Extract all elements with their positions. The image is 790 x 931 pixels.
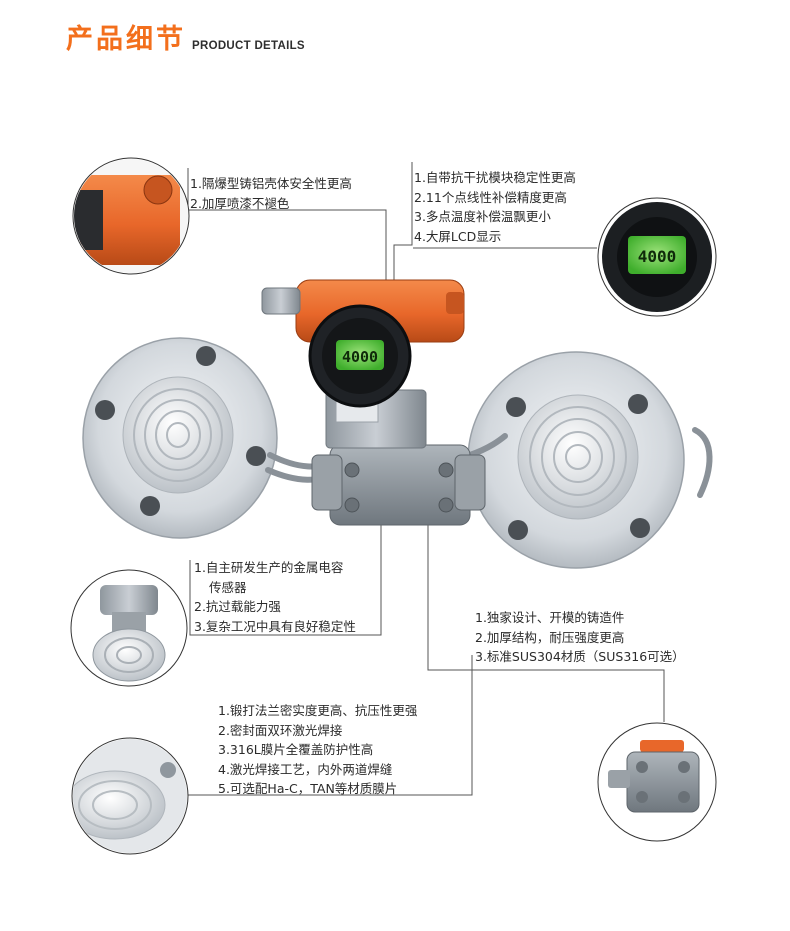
feature-line: 3.复杂工况中具有良好稳定性: [194, 618, 356, 634]
feature-line: 1.锻打法兰密实度更高、抗压性更强: [218, 703, 418, 718]
left-flange: [82, 337, 278, 539]
feature-line: 2.加厚喷漆不褪色: [190, 195, 290, 211]
feature-line: 1.自主研发生产的金属电容: [194, 560, 344, 575]
sensor-block: [311, 444, 486, 526]
inset-housing-detail: [72, 157, 190, 275]
feature-line: 3.316L膜片全覆盖防护性高: [218, 742, 374, 757]
lcd-display-value: 4000: [342, 348, 378, 366]
feature-line: 传感器: [209, 579, 247, 595]
feature-casting: 1.独家设计、开模的铸造件 2.加厚结构，耐压强度更高 3.标准SUS304材质…: [475, 608, 685, 667]
inset-sensor-detail: [70, 569, 188, 687]
section-header: 产品细节 PRODUCT DETAILS: [66, 24, 305, 56]
feature-line: 2.密封面双环激光焊接: [218, 722, 343, 738]
feature-line: 2.11个点线性补偿精度更高: [414, 189, 567, 205]
feature-line: 1.自带抗干扰模块稳定性更高: [414, 170, 576, 185]
feature-housing: 1.隔爆型铸铝壳体安全性更高 2.加厚喷漆不褪色: [190, 174, 352, 213]
section-title: 产品细节: [66, 24, 186, 55]
feature-line: 2.抗过载能力强: [194, 599, 281, 614]
feature-line: 3.标准SUS304材质（SUS316可选）: [475, 649, 685, 664]
right-flange: [467, 351, 685, 569]
transmitter-housing: [261, 279, 465, 408]
feature-line: 1.隔爆型铸铝壳体安全性更高: [190, 176, 352, 191]
inset-lcd-detail: [597, 197, 717, 317]
feature-line: 1.独家设计、开模的铸造件: [475, 610, 625, 625]
inset-flange-detail: [71, 737, 189, 855]
feature-line: 3.多点温度补偿温飘更小: [414, 209, 551, 224]
section-subtitle: PRODUCT DETAILS: [192, 40, 305, 52]
feature-line: 4.激光焊接工艺，内外两道焊缝: [218, 761, 393, 777]
inset-casting-detail: [597, 722, 717, 842]
inset-lcd-value: 4000: [638, 247, 677, 266]
feature-line: 2.加厚结构，耐压强度更高: [475, 629, 625, 645]
feature-line: 5.可选配Ha-C，TAN等材质膜片: [218, 781, 398, 796]
feature-line: 4.大屏LCD显示: [414, 228, 502, 244]
feature-flange: 1.锻打法兰密实度更高、抗压性更强 2.密封面双环激光焊接 3.316L膜片全覆…: [218, 701, 417, 799]
feature-module: 1.自带抗干扰模块稳定性更高 2.11个点线性补偿精度更高 3.多点温度补偿温飘…: [414, 168, 576, 246]
feature-sensor: 1.自主研发生产的金属电容 传感器 2.抗过载能力强 3.复杂工况中具有良好稳定…: [194, 558, 356, 636]
